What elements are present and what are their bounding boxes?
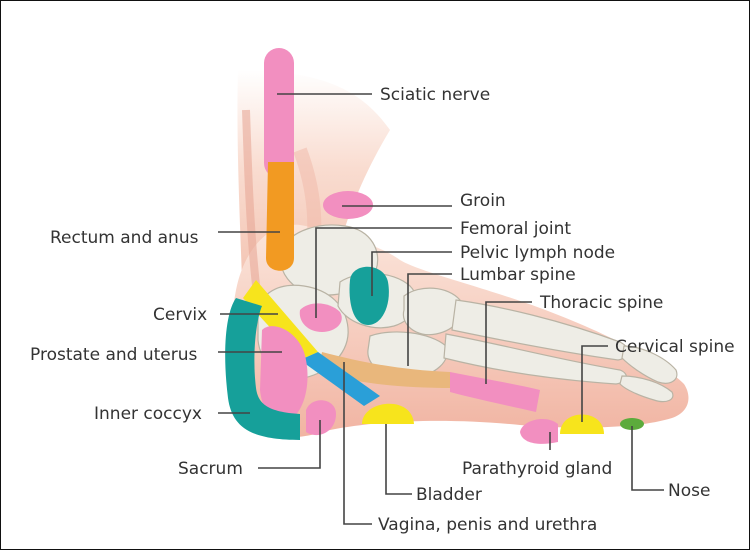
label-inner-coccyx: Inner coccyx: [94, 404, 202, 424]
zone-rectum-anus: [266, 162, 294, 271]
label-cervical-spine: Cervical spine: [615, 337, 735, 357]
zone-sacrum: [306, 400, 336, 435]
label-parathyroid-gland: Parathyroid gland: [462, 459, 612, 479]
label-femoral-joint: Femoral joint: [460, 219, 571, 239]
label-vagina-penis-urethra: Vagina, penis and urethra: [378, 515, 597, 535]
label-nose: Nose: [668, 481, 710, 501]
zone-groin: [323, 191, 373, 219]
label-pelvic-lymph-node: Pelvic lymph node: [460, 243, 615, 263]
label-rectum-anus: Rectum and anus: [50, 228, 199, 248]
label-sciatic-nerve: Sciatic nerve: [380, 85, 490, 105]
label-prostate-uterus: Prostate and uterus: [30, 345, 197, 365]
zone-sciatic-nerve: [264, 48, 294, 178]
label-groin: Groin: [460, 191, 506, 211]
leader-nose: [632, 426, 664, 490]
label-bladder: Bladder: [416, 485, 482, 505]
label-cervix: Cervix: [153, 305, 207, 325]
label-thoracic-spine: Thoracic spine: [539, 293, 663, 313]
label-sacrum: Sacrum: [178, 459, 243, 479]
leader-bladder: [386, 424, 412, 494]
label-lumbar-spine: Lumbar spine: [460, 265, 576, 285]
